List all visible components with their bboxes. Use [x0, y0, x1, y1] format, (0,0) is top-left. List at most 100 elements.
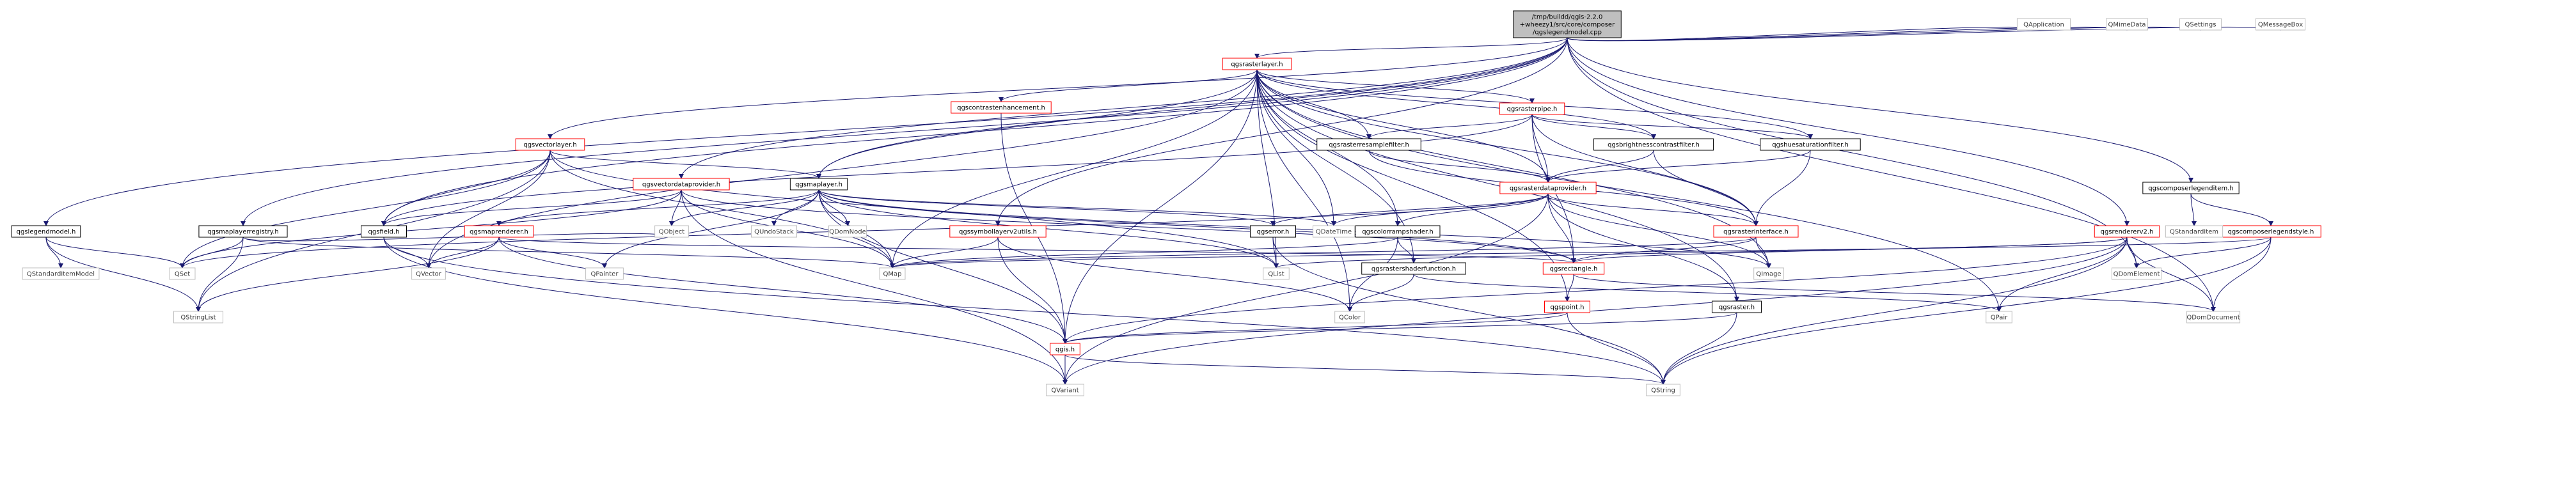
edge-qgsmaplayer_h-to-QDateTime	[818, 189, 1336, 226]
node-qgscomposerlegendstyle-h[interactable]: qgscomposerlegendstyle.h	[2220, 225, 2321, 238]
node-qgsvectorlayer-h[interactable]: qgsvectorlayer.h	[515, 138, 585, 151]
node-qgsrastershaderfunction-h[interactable]: qgsrastershaderfunction.h	[1361, 262, 1466, 275]
node-label: qgspoint.h	[1551, 304, 1584, 311]
node-QSettings: QSettings	[2179, 18, 2222, 31]
node-label: QMap	[883, 271, 902, 278]
edge-qgsraster_h-to-QString	[1661, 312, 1737, 385]
node-label: qgsmaplayerregistry.h	[207, 229, 278, 236]
node-qgsvectordataprovider-h[interactable]: qgsvectordataprovider.h	[633, 178, 730, 191]
node-qgsfield-h[interactable]: qgsfield.h	[361, 225, 407, 238]
node-box	[198, 225, 288, 238]
edge-root-to-qgsvectorlayer_h	[548, 37, 1568, 139]
edge-qgsrasterdataprovider_h-to-QImage	[1547, 193, 1771, 269]
edge-qgsrasterlayer_h-to-qgsrasterinterface_h	[1256, 69, 1758, 226]
edge-qgsrasterdataprovider_h-to-qgsrectangle_h	[1547, 193, 1576, 263]
node-qgscomposerlegenditem-h[interactable]: qgscomposerlegenditem.h	[2142, 182, 2240, 194]
node-qgsrasterdataprovider-h[interactable]: qgsrasterdataprovider.h	[1499, 182, 1597, 194]
edge-qgsrastershaderfunction_h-to-QColor	[1347, 274, 1414, 312]
node-qgsrectangle-h[interactable]: qgsrectangle.h	[1542, 262, 1605, 275]
edge-qgscomposerlegendstyle_h-to-QDomElement	[2134, 237, 2272, 269]
node-QPainter: QPainter	[585, 267, 624, 280]
edge-qgslegendmodel_h-to-QStandardItemModel	[45, 237, 63, 269]
node-qgscontrastenhancement-h[interactable]: qgscontrastenhancement.h	[951, 101, 1052, 114]
edge-qgsvectorlayer_h-to-QMap	[549, 150, 895, 269]
node-label: qgslegendmodel.h	[17, 229, 76, 236]
node-QDomElement: QDomElement	[2111, 267, 2162, 280]
node-box	[464, 225, 534, 238]
edge-qgsrasterpipe_h-to-qgsfield_h	[381, 114, 1533, 226]
node-label: qgshuesaturationfilter.h	[1772, 142, 1849, 149]
node-root[interactable]: /tmp/buildd/qgis-2.2.0+wheezy1/src/core/…	[1513, 10, 1622, 38]
edge-qgsmaprenderer_h-to-qgis_h	[498, 237, 1068, 344]
node-label: qgsmaprenderer.h	[470, 229, 528, 236]
node-qgscolorrampshader-h[interactable]: qgscolorrampshader.h	[1355, 225, 1441, 238]
node-box	[1593, 138, 1714, 151]
edge-qgsrasterlayer_h-to-qgsmaplayer_h	[816, 69, 1258, 179]
node-qgsrasterlayer-h[interactable]: qgsrasterlayer.h	[1222, 58, 1292, 70]
edge-qgsrasterlayer_h-to-QPair	[1256, 69, 2002, 312]
node-box	[2111, 267, 2162, 280]
edge-qgsrasterinterface_h-to-QMap	[890, 237, 1757, 269]
node-label: qgsfield.h	[368, 229, 400, 236]
node-qgshuesaturationfilter-h[interactable]: qgshuesaturationfilter.h	[1760, 138, 1861, 151]
node-label: qgscolorrampshader.h	[1362, 229, 1434, 236]
edge-qgis_h-to-QString	[1064, 354, 1666, 385]
node-qgsrasterresamplefilter-h[interactable]: qgsrasterresamplefilter.h	[1316, 138, 1421, 151]
node-QStandardItem: QStandardItem	[2165, 225, 2224, 238]
node-label: QStandardItemModel	[27, 271, 95, 278]
node-box	[1646, 384, 1680, 396]
node-qgspoint-h[interactable]: qgspoint.h	[1544, 300, 1590, 313]
node-label: qgsrasterpipe.h	[1507, 106, 1558, 113]
edge-qgsmaplayer_h-to-qgserror_h	[818, 189, 1276, 226]
node-label: QDateTime	[1316, 229, 1352, 236]
node-QMessageBox: QMessageBox	[2255, 18, 2306, 31]
node-qgsbrightnesscontrastfilter-h[interactable]: qgsbrightnesscontrastfilter.h	[1593, 138, 1714, 151]
node-label: QMimeData	[2108, 22, 2145, 29]
edge-root-to-qgsmaplayer_h	[816, 37, 1568, 179]
node-box	[11, 225, 81, 238]
node-qgslegendmodel-h[interactable]: qgslegendmodel.h	[11, 225, 81, 238]
edge-qgsrasterpipe_h-to-qgshuesaturationfilter_h	[1531, 114, 1813, 139]
edge-root-to-qgslegendmodel_h	[43, 37, 1568, 226]
node-qgsrasterpipe-h[interactable]: qgsrasterpipe.h	[1499, 102, 1565, 115]
node-qgsrasterinterface-h[interactable]: qgsrasterinterface.h	[1713, 225, 1799, 238]
node-box	[1711, 300, 1762, 313]
node-box	[2142, 182, 2240, 194]
edge-qgsrasterpipe_h-to-qgsrasterdataprovider_h	[1531, 114, 1551, 183]
edge-root-to-qgsmaplayerregistry_h	[241, 37, 1568, 226]
edge-qgsmaplayer_h-to-QPainter	[602, 189, 819, 269]
edge-qgsvectorlayer_h-to-QSet	[180, 150, 551, 269]
node-box	[1050, 343, 1080, 355]
edge-qgsrasterdataprovider_h-to-qgserror_h	[1270, 193, 1549, 226]
node-QList: QList	[1263, 267, 1290, 280]
node-qgis-h[interactable]: qgis.h	[1050, 343, 1080, 355]
node-box	[879, 267, 906, 280]
edge-root-to-QApplication	[1567, 25, 2046, 42]
node-label: qgscomposerlegenditem.h	[2148, 185, 2233, 192]
edge-qgsraster_h-to-qgis_h	[1063, 312, 1737, 344]
edge-qgsrasterlayer_h-to-qgscontrastenhancement_h	[999, 69, 1258, 102]
edge-qgsrasterdataprovider_h-to-qgscolorrampshader_h	[1395, 193, 1549, 226]
node-label: QSettings	[2185, 22, 2216, 29]
node-box	[633, 178, 730, 191]
node-label: qgscontrastenhancement.h	[957, 105, 1045, 112]
node-qgsmaplayer-h[interactable]: qgsmaplayer.h	[789, 178, 848, 191]
node-qgssymbollayerv2utils-h[interactable]: qgssymbollayerv2utils.h	[949, 225, 1047, 238]
node-box	[654, 225, 689, 238]
node-box	[1760, 138, 1861, 151]
node-QMap: QMap	[879, 267, 906, 280]
node-label: QObject	[659, 229, 685, 236]
node-label: qgsrasterinterface.h	[1723, 229, 1789, 236]
node-QString: QString	[1646, 384, 1680, 396]
node-qgsraster-h[interactable]: qgsraster.h	[1711, 300, 1762, 313]
node-qgsmaplayerregistry-h[interactable]: qgsmaplayerregistry.h	[198, 225, 288, 238]
node-box	[1499, 102, 1565, 115]
edge-qgsrendererv2_h-to-QList	[1274, 237, 2128, 269]
node-qgsmaprenderer-h[interactable]: qgsmaprenderer.h	[464, 225, 534, 238]
node-qgsrendererv2-h[interactable]: qgsrendererv2.h	[2094, 225, 2160, 238]
edge-qgsrasterlayer_h-to-qgsbrightnesscontrastfilter_h	[1256, 69, 1656, 139]
edge-qgscomposerlegendstyle_h-to-QMap	[890, 237, 2272, 269]
node-qgserror-h[interactable]: qgserror.h	[1250, 225, 1296, 238]
edge-qgsrasterdataprovider_h-to-QVariant	[1063, 193, 1549, 385]
node-box	[1544, 300, 1590, 313]
